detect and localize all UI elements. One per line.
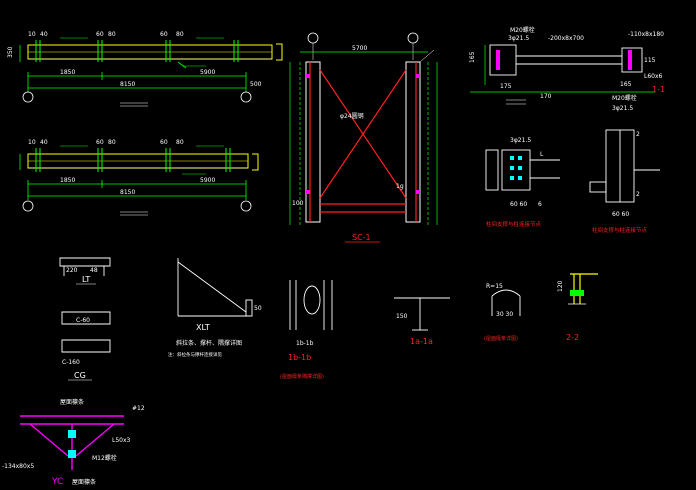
dm-right-label-b: 2 (636, 191, 640, 198)
beam2-dim-10: 10 (28, 139, 36, 146)
xlt-caption: 斜拉条、撑杆、隅撑详图 (176, 339, 242, 347)
yc-subtitle: 屋面檩条 (72, 478, 96, 486)
dm-bolt-right: M20螺栓 (612, 94, 637, 102)
d1b-dim: 1b-1b (296, 340, 314, 347)
elev-top-dim: 5700 (352, 45, 367, 52)
d2-dim-right: 120 (557, 280, 564, 292)
beam-detail-2: 10 40 60 80 60 80 1850 5900 8150 (19, 139, 259, 216)
beam1-seg-left: 1850 (60, 69, 75, 76)
beam1-dim-60b: 60 (160, 31, 168, 38)
cg-dim-b: C-160 (62, 359, 80, 366)
xlt-dim: 50 (254, 305, 262, 312)
d2-dims: 30 30 (496, 311, 513, 318)
elev-bracing-label: φ24圆钢 (340, 112, 364, 120)
d11-bolt-top: M20螺栓 (510, 26, 535, 34)
d11-num: 115 (644, 57, 656, 64)
d11-bottom-left: 175 (500, 83, 512, 90)
beam2-seg-left: 1850 (60, 177, 75, 184)
beam1-seg-right: 5900 (200, 69, 215, 76)
beam1-dim-80b: 80 (176, 31, 184, 38)
beam1-dim-60: 60 (96, 31, 104, 38)
xlt-note: 注：斜拉条与撑杆连接详见 (168, 351, 222, 358)
yc-top-note: 屋面檩条 (60, 398, 84, 406)
beam2-dim-60b: 60 (160, 139, 168, 146)
yc-dim-12: #12 (132, 405, 145, 412)
detail-connections: 3φ21.5 60 60 6 L 柱间支撑与柱连接节点 M20螺栓 3φ21.5… (485, 94, 660, 234)
d2-radius: R=15 (486, 283, 503, 290)
dm-caption-left: 柱间支撑与柱连接节点 (486, 220, 542, 228)
d11-plate: -200x8x700 (548, 35, 584, 42)
beam2-dim-80: 80 (108, 139, 116, 146)
yc-bolt: M12螺栓 (92, 454, 117, 462)
beam2-dim-60: 60 (96, 139, 104, 146)
xlt-label: XLT (196, 323, 210, 332)
beam-detail-1: 10 40 60 80 60 80 1850 5900 8150 500 350 (7, 31, 283, 107)
d1b-note: (屋面檩条隅撑详图) (280, 373, 324, 380)
detail-1-1: M20螺栓 3φ21.5 -200x8x700 -110x8x180 175 1… (469, 26, 665, 105)
beam1-dim-10: 10 (28, 31, 36, 38)
beam2-seg-right: 5900 (200, 177, 215, 184)
d11-bottom-dim: 170 (540, 93, 552, 100)
bracing-elevation: 5700 φ24圆钢 1g 100 (289, 32, 438, 243)
elev-title: SC-1 (352, 233, 371, 242)
lt-cg-details: 220 48 LT C-60 C-160 CG (59, 257, 111, 381)
cg-label: CG (74, 371, 86, 380)
d1a-title: 1a-1a (410, 337, 433, 346)
xlt-detail: 50 XLT 斜拉条、撑杆、隅撑详图 注：斜拉条与撑杆连接详见 (168, 258, 262, 358)
cg-dim-a: C-60 (76, 317, 90, 324)
d1b-title: 1b-1b (288, 353, 311, 362)
beam2-dim-80b: 80 (176, 139, 184, 146)
d2-title: 2-2 (566, 333, 579, 342)
elev-small-dim: 1g (396, 183, 404, 190)
d11-right-plate: -110x8x180 (628, 31, 664, 38)
d11-mark: 1-1 (652, 85, 665, 94)
dm-weld: 6 (538, 201, 542, 208)
lt-dim-220: 220 (66, 267, 78, 274)
dm-right-label-a: 2 (636, 131, 640, 138)
beam1-span: 8150 (120, 81, 135, 88)
yc-angle: L50x3 (112, 437, 131, 444)
beam1-dim-40: 40 (40, 31, 48, 38)
d11-right-angle: L60x6 (644, 73, 663, 80)
lt-dim-48: 48 (90, 267, 98, 274)
dm-angle-left: L (540, 151, 544, 158)
lt-label: LT (82, 275, 90, 284)
beam2-dim-40: 40 (40, 139, 48, 146)
detail-2-2: R=15 30 30 (屋面檩条详图) 120 2-2 (484, 273, 598, 342)
beam2-span: 8150 (120, 189, 135, 196)
detail-1a: 150 1a-1a (394, 297, 450, 346)
d11-left-dim-b: 165 (620, 81, 632, 88)
dm-dims-right: 60 60 (612, 211, 629, 218)
yc-plate: -134x80x5 (2, 463, 34, 470)
d11-hole-top: 3φ21.5 (508, 35, 529, 42)
beam1-end: 500 (250, 81, 262, 88)
yc-title: YC (51, 477, 63, 487)
dm-hole-left: 3φ21.5 (510, 137, 531, 144)
dm-dims-left: 60 60 (510, 201, 527, 208)
beam1-dim-80: 80 (108, 31, 116, 38)
elev-bottom-dim: 100 (292, 200, 304, 207)
beam1-left-dim: 350 (7, 46, 14, 58)
dm-caption-right: 柱间支撑与柱连接节点 (592, 226, 648, 234)
d1a-dim: 150 (396, 313, 408, 320)
dm-hole-right: 3φ21.5 (612, 105, 633, 112)
d2-note: (屋面檩条详图) (484, 335, 518, 342)
d11-left-dim-a: 165 (469, 51, 476, 63)
detail-1b: 1b-1b 1b-1b (屋面檩条隅撑详图) (280, 280, 333, 380)
yc-detail: 屋面檩条 #12 L50x3 M12螺栓 -134x80x5 YC 屋面檩条 (2, 398, 145, 487)
